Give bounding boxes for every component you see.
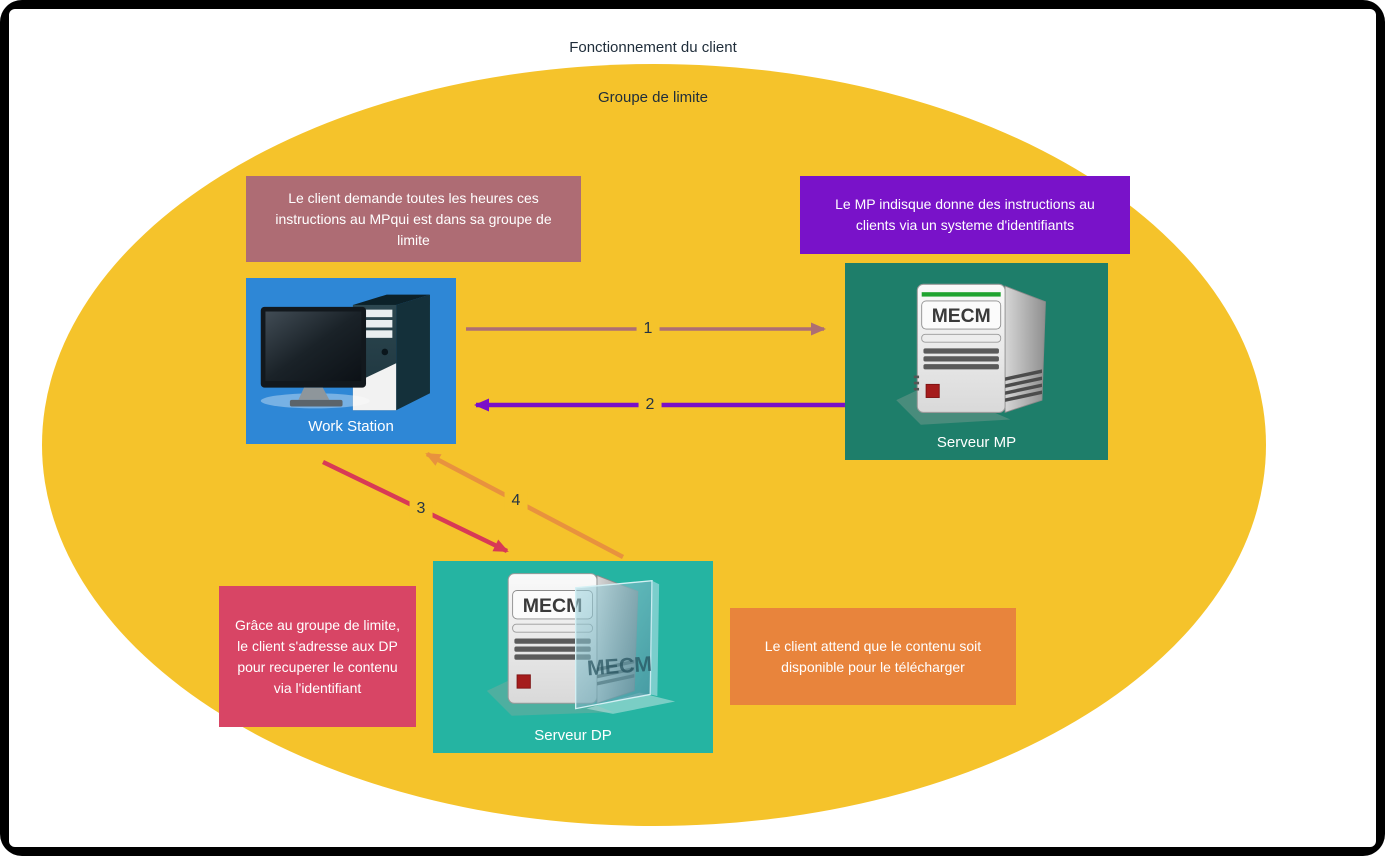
note-client-wait: Le client attend que le contenu soit dis…	[730, 608, 1016, 705]
node-serveur-mp-label: Serveur MP	[936, 434, 1017, 451]
note-dp-request: Grâce au groupe de limite, le client s'a…	[219, 586, 416, 727]
note-dp-request-text: Grâce au groupe de limite, le client s'a…	[235, 616, 400, 696]
workstation-icon	[260, 294, 430, 411]
note-client-wait-text: Le client attend que le contenu soit dis…	[764, 637, 982, 675]
arrow-2-label: 2	[638, 395, 662, 415]
arrow-1-label: 1	[636, 319, 660, 339]
server-dp-icon: MECM MECM	[486, 573, 676, 716]
node-workstation: Work Station	[246, 278, 456, 444]
server-mp-icon: MECM	[895, 283, 1046, 425]
node-serveur-mp: MECM Serveur MP	[845, 263, 1108, 460]
arrow-4-label: 4	[504, 491, 528, 511]
note-mp-instructions: Le MP indisque donne des instructions au…	[800, 176, 1130, 254]
boundary-group-label: Groupe de limite	[597, 89, 709, 106]
page-title: Fonctionnement du client	[569, 39, 737, 56]
server-mp-badge: MECM	[931, 306, 990, 327]
server-dp-glass-badge: MECM	[586, 652, 653, 680]
arrow-3-label: 3	[409, 499, 433, 519]
note-client-poll: Le client demande toutes les heures ces …	[246, 176, 581, 262]
node-serveur-dp: MECM MECM Serveur DP	[433, 561, 713, 753]
note-client-poll-text: Le client demande toutes les heures ces …	[275, 189, 552, 248]
node-workstation-label: Work Station	[308, 418, 394, 435]
server-dp-badge: MECM	[523, 595, 583, 617]
note-mp-instructions-text: Le MP indisque donne des instructions au…	[835, 196, 1095, 233]
node-serveur-dp-label: Serveur DP	[534, 727, 612, 744]
